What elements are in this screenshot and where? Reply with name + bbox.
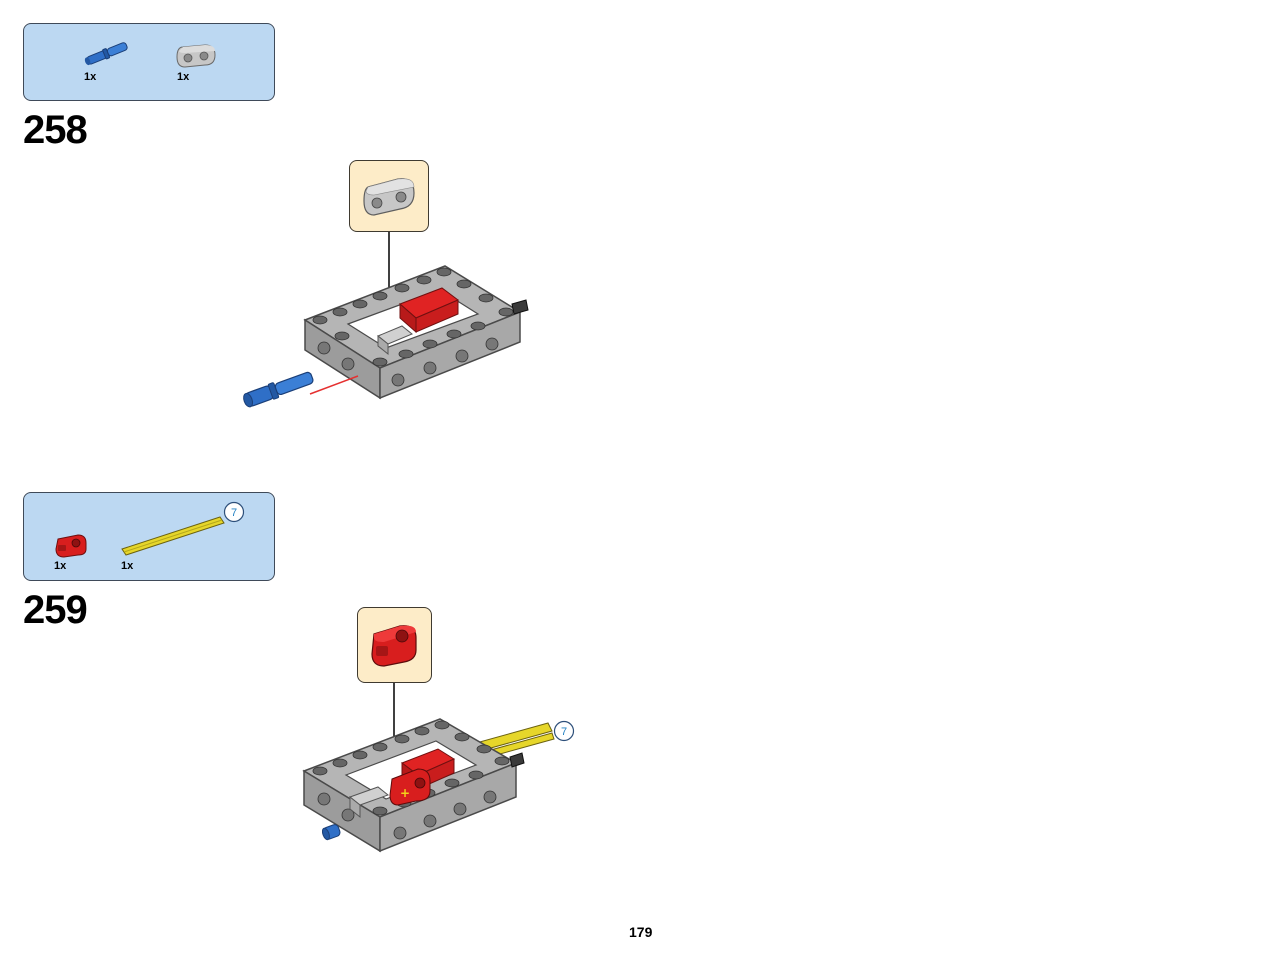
grey-liftarm-icon [363, 178, 415, 216]
assembly-illustration-step-259: + 7 [302, 683, 575, 853]
sub-part-callout [349, 160, 429, 232]
part-quantity: 1x [177, 71, 190, 83]
part-quantity: 1x [121, 560, 134, 572]
assembly-illustration-step-258 [243, 232, 529, 408]
parts-list-step-258: 1x 1x [23, 23, 275, 101]
page-number: 179 [629, 924, 653, 940]
svg-text:+: + [400, 786, 410, 800]
yellow-axle-icon [121, 516, 225, 556]
part-quantity: 1x [84, 71, 97, 83]
step-number: 259 [23, 588, 88, 632]
grey-liftarm-icon [176, 44, 216, 68]
parts-list-step-259: 1x 1x 7 [23, 492, 275, 581]
axle-length-label: 7 [231, 507, 237, 519]
red-connector-icon [371, 625, 417, 667]
red-connector-icon [55, 534, 87, 558]
axle-length-label: 7 [561, 726, 567, 738]
blue-axle-pin-icon [84, 42, 128, 66]
part-quantity: 1x [54, 560, 67, 572]
step-number: 258 [23, 108, 88, 152]
length-indicator-icon: 7 [223, 501, 245, 523]
sub-part-callout [357, 607, 432, 683]
